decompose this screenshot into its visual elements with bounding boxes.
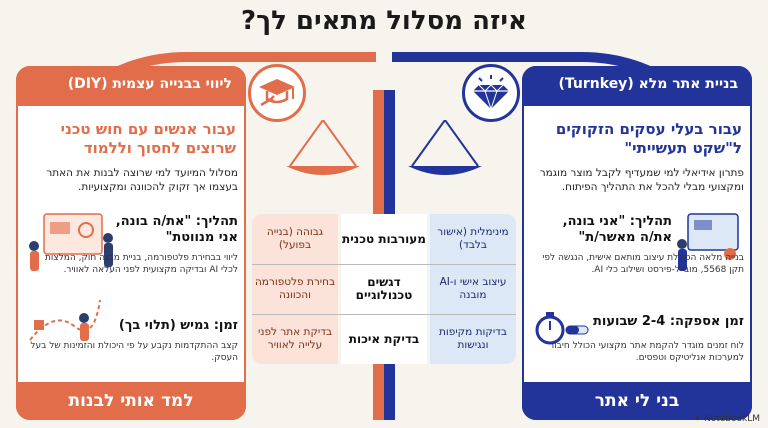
table-row-label: בדיקת איכות: [348, 331, 420, 346]
path-illustration-icon: [29, 299, 101, 341]
diy-process-title: תהליך: "את/ה בונה, אני מנווטת": [115, 214, 238, 245]
workshop-illustration-icon: [29, 213, 113, 271]
diy-description: מסלול המיועד למי שרוצה לבנות את האתר בעצ…: [46, 167, 238, 193]
diy-time-title: זמן: גמיש (תלוי בך): [118, 318, 238, 333]
diy-subtitle: עבור אנשים עם חוש טכני שרוצים לחסוך וללמ…: [60, 120, 236, 157]
diy-panel: ליווי בבנייה עצמית (DIY) עבור אנשים עם ח…: [16, 66, 246, 420]
turnkey-time-title: זמן אספקה: 2-4 שבועות: [593, 314, 744, 329]
turnkey-time-text: לוח זמנים מוגדר להקמת אתר מקצועי הכולל ח…: [549, 341, 744, 363]
turnkey-panel: בניית אתר מלא (Turnkey) עבור בעלי עסקים …: [522, 66, 752, 420]
scale-pan-left: [286, 120, 360, 175]
turnkey-subtitle: עבור בעלי עסקים הזקוקים ל"שקט תעשייתי": [555, 120, 742, 157]
table-cell-turnkey: מינימלית (אישור בלבד): [437, 226, 509, 251]
turnkey-process-title: תהליך: "אני בונה, את/ה מאשר/ת": [562, 214, 672, 245]
diy-column: גבוהה (בנייה בפועל) בחירת פלטפורמה והכוו…: [252, 214, 338, 364]
page-title: איזה מסלול מתאים לך?: [241, 6, 527, 36]
table-cell-diy: בדיקת אתר לפני עלייה לאוויר: [257, 326, 333, 351]
diy-header: ליווי בבנייה עצמית (DIY): [16, 66, 246, 106]
table-cell-turnkey: עיצוב אישי ו-AI מובנה: [439, 276, 507, 301]
diamond-icon: [462, 64, 520, 122]
graduation-cap-wrench-icon: [248, 64, 306, 122]
designer-illustration-icon: [677, 213, 739, 271]
criteria-column: מעורבות טכנית דגשים טכנולוגיים בדיקת איכ…: [341, 214, 427, 364]
table-cell-turnkey: בדיקות מקיפות ונגישות: [439, 326, 507, 351]
table-divider: [252, 264, 516, 265]
teach-me-button[interactable]: למד אותי לבנות: [16, 382, 246, 420]
table-row-label: מעורבות טכנית: [342, 231, 426, 246]
turnkey-description: פתרון אידיאלי למי שמעדיף לקבל מוצר מוגמר…: [539, 167, 744, 193]
timer-icon: [535, 312, 589, 345]
diy-process-text: ליווי בבחירת פלטפורמה, בניית מבנה חוק, ה…: [44, 253, 238, 275]
brand-text: NotebookLM: [703, 414, 760, 424]
build-me-button[interactable]: בני לי אתר: [522, 382, 752, 420]
table-divider: [252, 314, 516, 315]
turnkey-header: בניית אתר מלא (Turnkey): [522, 66, 752, 106]
diy-time-text: קצב ההתקדמות נקבע על פי היכולת והזמינות …: [30, 341, 238, 363]
notebook-icon: ✦: [693, 414, 702, 424]
turnkey-column: מינימלית (אישור בלבד) עיצוב אישי ו-AI מו…: [430, 214, 516, 364]
turnkey-process-text: בנייה מלאה הכוללת עיצוב מותאם אישית, הנג…: [542, 253, 744, 275]
brand-label: ✦ NotebookLM: [694, 414, 760, 424]
table-cell-diy: גבוהה (בנייה בפועל): [266, 226, 324, 251]
table-cell-diy: בחירת פלטפורמה והכוונה: [254, 276, 336, 301]
comparison-table: גבוהה (בנייה בפועל) בחירת פלטפורמה והכוו…: [252, 214, 516, 364]
table-row-label: דגשים טכנולוגיים: [355, 275, 413, 302]
scale-pan-right: [408, 120, 482, 175]
